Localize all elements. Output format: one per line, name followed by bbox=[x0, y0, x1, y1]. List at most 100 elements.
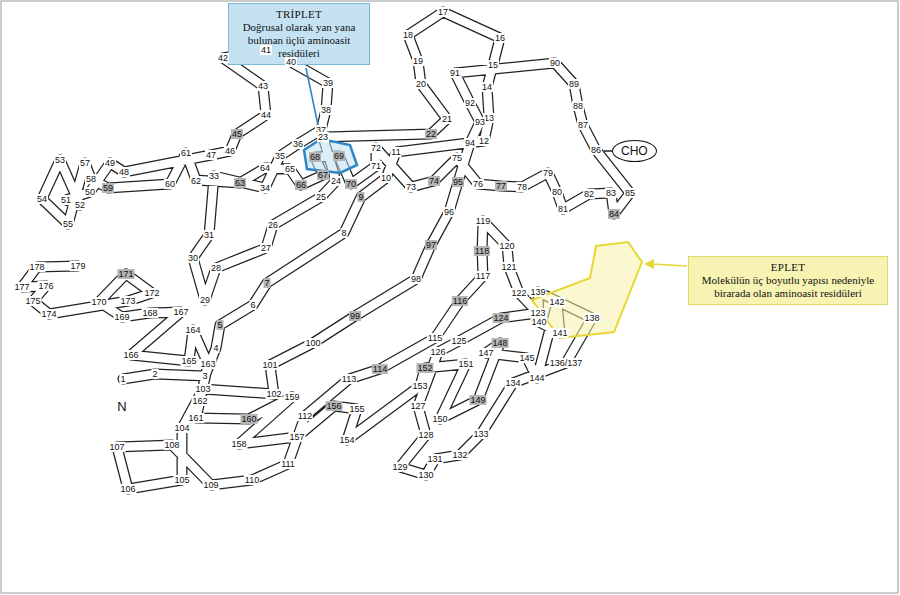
residue-number: 66 bbox=[295, 180, 307, 190]
residue-number: 47 bbox=[205, 150, 217, 160]
residue-number: 89 bbox=[568, 79, 580, 89]
residue-number: 79 bbox=[542, 168, 554, 178]
residue-number: 107 bbox=[108, 442, 125, 452]
residue-number: 119 bbox=[475, 216, 491, 226]
residue-number: 28 bbox=[210, 263, 222, 273]
residue-number: 16 bbox=[494, 33, 506, 43]
residue-number: 65 bbox=[284, 164, 296, 174]
residue-number: 108 bbox=[163, 440, 180, 450]
residue-number: 112 bbox=[297, 411, 313, 421]
callout-box: EPLETMolekülün üç boyutlu yapısı nedeniy… bbox=[688, 256, 888, 305]
residue-number: 122 bbox=[510, 288, 527, 298]
residue-number: 139 bbox=[529, 287, 546, 297]
residue-number: 86 bbox=[590, 145, 602, 155]
residue-number: 157 bbox=[288, 432, 305, 442]
residue-number: 111 bbox=[280, 459, 296, 469]
residue-number: 128 bbox=[417, 430, 434, 440]
residue-number: 103 bbox=[194, 384, 211, 394]
residue-number: 164 bbox=[184, 325, 201, 335]
callout-heading: EPLET bbox=[695, 261, 881, 274]
residue-number: 134 bbox=[504, 378, 521, 388]
residue-number: 167 bbox=[172, 307, 189, 317]
residue-number: 68 bbox=[309, 152, 321, 162]
arrowhead bbox=[644, 259, 654, 269]
residue-number: 88 bbox=[572, 101, 584, 111]
residue-number: 87 bbox=[577, 120, 589, 130]
residue-number: 62 bbox=[190, 176, 202, 186]
residue-number: 175 bbox=[24, 296, 41, 306]
residue-number: 152 bbox=[416, 363, 433, 373]
residue-number: 114 bbox=[372, 364, 388, 374]
carbohydrate-oval: CHO bbox=[612, 140, 657, 162]
residue-number: 155 bbox=[348, 404, 365, 414]
callout-text: Molekülün üç boyutlu yapısı nedeniyle bi… bbox=[695, 274, 881, 300]
residue-number: 121 bbox=[500, 262, 517, 272]
residue-number: 100 bbox=[304, 338, 321, 348]
residue-number: 50 bbox=[84, 187, 96, 197]
residue-number: 48 bbox=[118, 167, 130, 177]
residue-number: 73 bbox=[405, 182, 417, 192]
ribbon-fill bbox=[22, 12, 630, 489]
residue-number: 41 bbox=[260, 45, 272, 55]
residue-number: 174 bbox=[40, 309, 57, 319]
residue-number: 126 bbox=[429, 347, 446, 357]
residue-number: 173 bbox=[119, 296, 136, 306]
residue-number: 94 bbox=[464, 138, 476, 148]
residue-number: 136/137 bbox=[549, 358, 584, 368]
residue-number: 115 bbox=[427, 333, 443, 343]
triplet-pointer bbox=[306, 68, 319, 130]
residue-number: 127 bbox=[409, 401, 426, 411]
residue-number: 153 bbox=[411, 381, 428, 391]
residue-number: 49 bbox=[104, 158, 116, 168]
residue-number: 97 bbox=[425, 240, 437, 250]
residue-number: 31 bbox=[203, 230, 215, 240]
residue-number: 170 bbox=[90, 297, 107, 307]
residue-number: 117 bbox=[475, 271, 491, 281]
residue-number: 120 bbox=[498, 241, 515, 251]
residue-number: 4 bbox=[212, 343, 219, 353]
residue-number: 36 bbox=[292, 139, 304, 149]
residue-number: 95 bbox=[452, 177, 464, 187]
residue-number: 26 bbox=[267, 220, 279, 230]
residue-number: 78 bbox=[516, 182, 528, 192]
residue-number: 72 bbox=[370, 143, 382, 153]
residue-number: 82 bbox=[583, 189, 595, 199]
ribbon-outline bbox=[22, 12, 630, 489]
eplet-pointer bbox=[652, 264, 687, 266]
residue-number: 19 bbox=[412, 56, 424, 66]
residue-number: 142 bbox=[548, 297, 565, 307]
residue-number: 5 bbox=[216, 320, 223, 330]
residue-number: 151 bbox=[457, 359, 474, 369]
residue-number: 90 bbox=[549, 58, 561, 68]
residue-number: 165 bbox=[180, 356, 197, 366]
residue-number: 52 bbox=[74, 200, 86, 210]
residue-number: 69 bbox=[333, 151, 345, 161]
residue-number: 20 bbox=[415, 79, 427, 89]
residue-number: 7 bbox=[263, 278, 270, 288]
residue-number: 51 bbox=[60, 195, 72, 205]
residue-number: 138 bbox=[583, 313, 600, 323]
residue-number: 92 bbox=[464, 98, 476, 108]
residue-number: 177 bbox=[13, 282, 30, 292]
residue-number: 10 bbox=[380, 173, 392, 183]
residue-number: 91 bbox=[449, 68, 461, 78]
residue-number: 171 bbox=[117, 269, 134, 279]
residue-number: 158 bbox=[230, 439, 247, 449]
residue-number: 172 bbox=[143, 288, 160, 298]
residue-number: 129 bbox=[391, 462, 408, 472]
residue-number: 60 bbox=[164, 179, 176, 189]
residue-number: 39 bbox=[322, 78, 334, 88]
residue-number: 166 bbox=[122, 350, 139, 360]
residue-number: 64 bbox=[259, 163, 271, 173]
residue-number: 70 bbox=[345, 179, 357, 189]
residue-number: 30 bbox=[187, 253, 199, 263]
residue-number: 8 bbox=[340, 228, 347, 238]
residue-number: 131 bbox=[426, 454, 443, 464]
residue-number: 75 bbox=[451, 153, 463, 163]
residue-number: 159 bbox=[283, 392, 300, 402]
residue-number: 53 bbox=[54, 155, 66, 165]
residue-number: 140 bbox=[530, 317, 547, 327]
residue-number: 85 bbox=[624, 188, 636, 198]
residue-number: 76 bbox=[472, 179, 484, 189]
residue-number: 176 bbox=[37, 281, 54, 291]
